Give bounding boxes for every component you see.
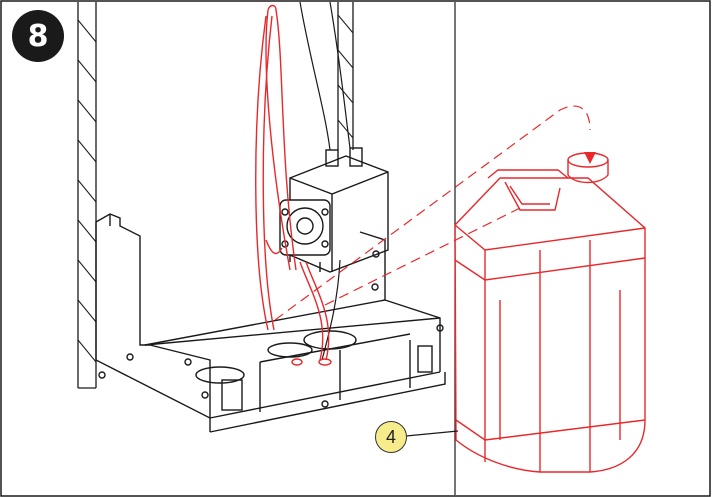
fill-arrowhead-icon	[584, 152, 596, 164]
left-wall-panel-icon	[77, 2, 97, 389]
tube-icon	[255, 4, 332, 366]
part-callout-4: 4	[375, 421, 407, 453]
callout-leader-line	[405, 430, 459, 437]
canister-icon	[454, 152, 646, 473]
cable-icon	[299, 1, 351, 361]
peristaltic-pump-icon	[279, 147, 389, 273]
tray-icon	[95, 213, 446, 433]
fill-path-arrow-icon	[274, 105, 591, 321]
right-wall-panel-icon	[337, 2, 354, 150]
step-number-badge: 8	[12, 10, 64, 62]
